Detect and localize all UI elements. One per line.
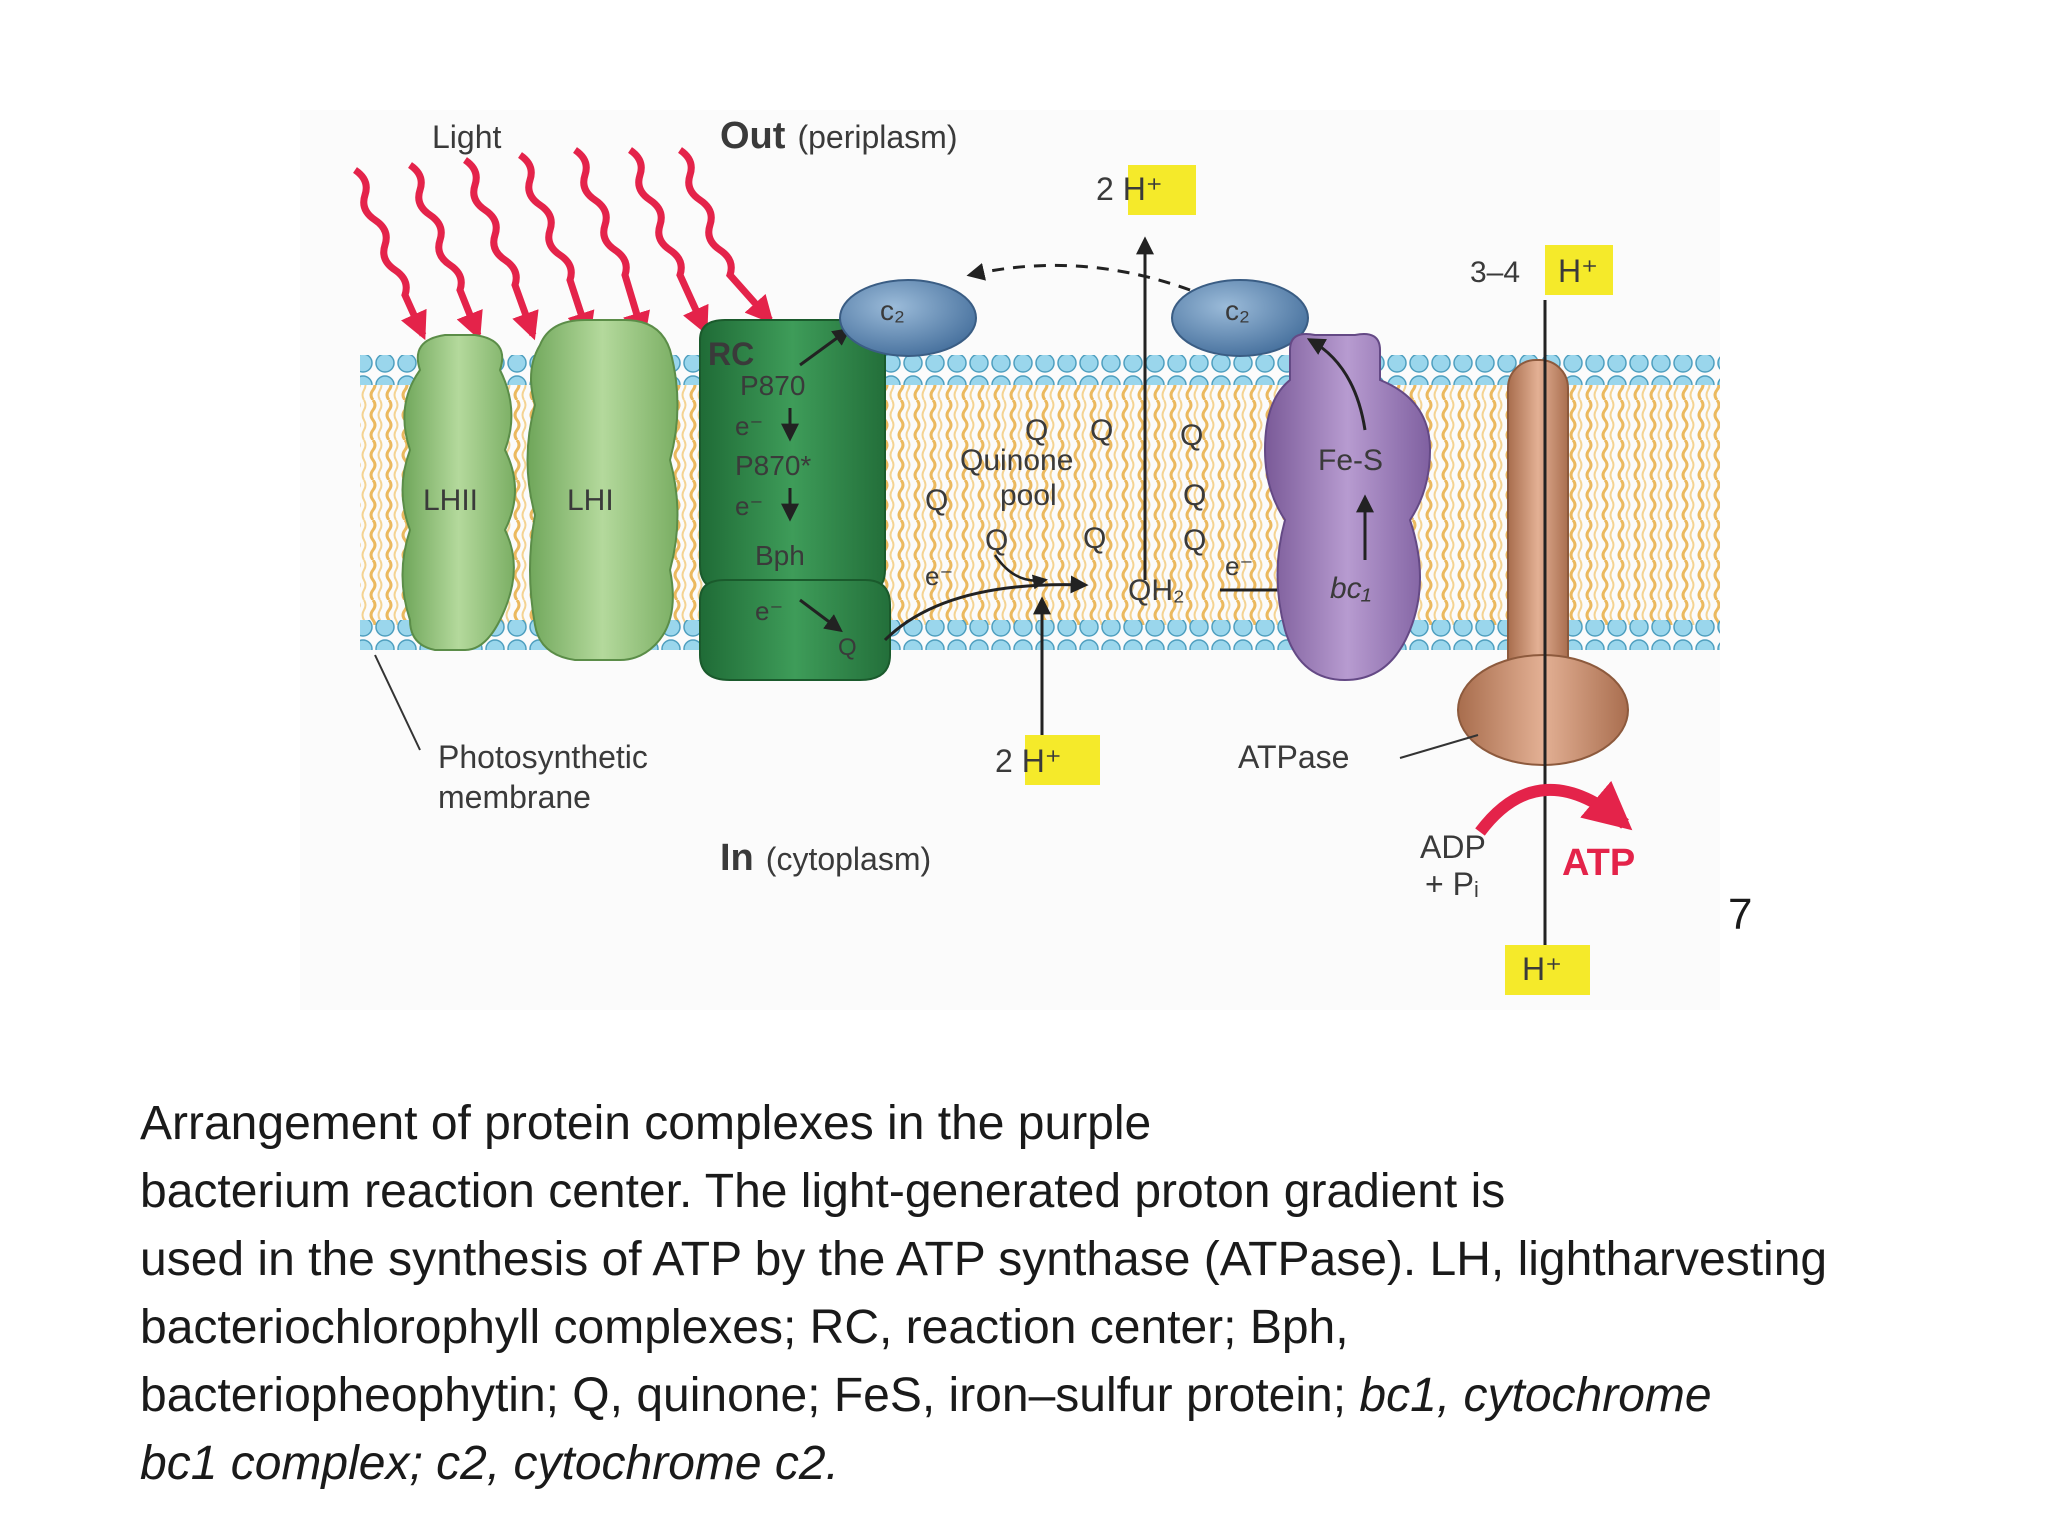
atp-synthesis-arrow <box>1475 780 1633 836</box>
membrane-label-line1: Photosynthetic <box>438 739 648 775</box>
proton-exit-label: H⁺ <box>1522 951 1562 987</box>
lhii-complex: LHII <box>401 334 516 651</box>
atp-label: ATP <box>1562 842 1635 884</box>
proton-right: 3–4 H⁺ <box>1470 245 1613 295</box>
membrane-pointer <box>374 654 421 751</box>
pool-q-8: Q <box>1183 524 1206 557</box>
proton-right-prefix: 3–4 <box>1470 256 1520 289</box>
rc-label: RC <box>708 336 754 372</box>
electron-label-2: e⁻ <box>735 491 763 521</box>
pool-q-5: Q <box>1183 479 1206 512</box>
cytochrome-c2-right: c₂ <box>1171 279 1309 357</box>
adp-label: ADP <box>1420 829 1486 865</box>
pool-q-2: Q <box>1090 414 1113 447</box>
bc1-complex: Fe-S bc₁ <box>1263 333 1432 682</box>
lhii-label: LHII <box>423 484 478 517</box>
atpase-complex <box>1457 359 1629 766</box>
fes-label: Fe-S <box>1318 444 1383 477</box>
rc-quinone-label: Q <box>838 634 857 661</box>
membrane-label-line2: membrane <box>438 779 591 815</box>
lhi-label: LHI <box>567 484 614 517</box>
in-cytoplasm-label: In(cytoplasm) <box>720 837 931 879</box>
pi-label: + Pᵢ <box>1425 866 1479 902</box>
caption-line-6: bc1 complex; c2, cytochrome c2. <box>140 1430 1940 1498</box>
pool-q-7: Q <box>1083 522 1106 555</box>
proton-bottom-mid-label: 2 H⁺ <box>995 743 1062 779</box>
caption-line-4: bacteriochlorophyll complexes; RC, react… <box>140 1301 1349 1354</box>
caption-line-5: bacteriopheophytin; Q, quinone; FeS, iro… <box>140 1362 1940 1430</box>
out-periplasm-label: Out(periplasm) <box>720 115 957 157</box>
caption-line-1: Arrangement of protein complexes in the … <box>140 1097 1152 1150</box>
electron-to-pool-label: e⁻ <box>925 561 953 591</box>
quinone-pool: Q Q Q Quinone Q pool Q Q Q Q <box>925 414 1206 557</box>
pool-q-6: Q <box>985 524 1008 557</box>
reaction-center-complex: RC P870 e⁻ P870* e⁻ Bph e⁻ Q <box>699 319 891 681</box>
proton-exit: H⁺ <box>1505 945 1590 995</box>
light-label: Light <box>432 119 502 155</box>
proton-top-label: 2 H⁺ <box>1096 171 1163 207</box>
quinone-label: Quinone <box>960 444 1073 477</box>
proton-right-label: H⁺ <box>1558 253 1598 289</box>
cytochrome-c2-left: c₂ <box>839 279 977 357</box>
c2-right-label: c₂ <box>1225 295 1250 326</box>
qh2-label: QH₂ <box>1128 574 1185 607</box>
proton-top: 2 H⁺ <box>1096 165 1196 215</box>
bacterial-photosynthesis-diagram: Light Out(periplasm) In(cytoplasm) LHII … <box>352 115 1720 995</box>
atpase-label: ATPase <box>1238 739 1349 775</box>
electron-label-3: e⁻ <box>755 596 783 626</box>
c2-shuttle-arrow <box>966 263 1191 292</box>
figure-caption: Arrangement of protein complexes in the … <box>140 1090 1940 1498</box>
c2-left-label: c₂ <box>880 295 905 326</box>
electron-label-1: e⁻ <box>735 411 763 441</box>
p870-star-label: P870* <box>735 450 811 481</box>
electron-flow-arrow <box>883 575 1089 642</box>
pool-q-4: Q <box>925 484 948 517</box>
pool-label: pool <box>1000 479 1057 512</box>
bph-label: Bph <box>755 540 805 571</box>
p870-label: P870 <box>740 370 805 401</box>
electron-to-bc1-label: e⁻ <box>1225 551 1253 581</box>
caption-line-5-italic: bc1, cytochrome <box>1359 1369 1712 1422</box>
atpase-pointer <box>1399 734 1479 759</box>
caption-line-2: bacterium reaction center. The light-gen… <box>140 1165 1506 1218</box>
pool-q-3: Q <box>1180 419 1203 452</box>
pool-q-1: Q <box>1025 414 1048 447</box>
quinone-reduction-arrow <box>993 554 1048 590</box>
proton-bottom-mid: 2 H⁺ <box>995 735 1100 785</box>
light-arrows <box>352 147 774 341</box>
lhi-complex: LHI <box>526 319 679 661</box>
caption-line-3: used in the synthesis of ATP by the ATP … <box>140 1233 1828 1286</box>
bc1-label: bc₁ <box>1330 572 1371 605</box>
slide-number: 7 <box>1728 890 1753 939</box>
caption-line-6-italic: bc1 complex; c2, cytochrome c2. <box>140 1437 839 1490</box>
caption-line-5-plain: bacteriopheophytin; Q, quinone; FeS, iro… <box>140 1369 1347 1422</box>
